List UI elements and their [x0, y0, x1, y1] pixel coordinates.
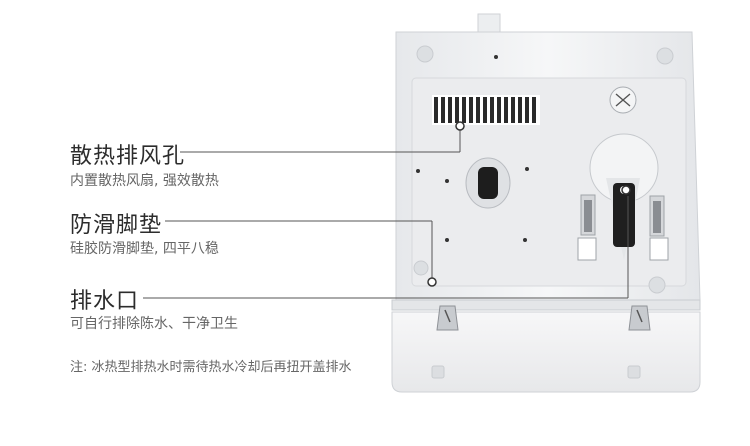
callout-subtitle-feet: 硅胶防滑脚垫, 四平八稳 [70, 241, 219, 257]
side-slot-right [649, 195, 669, 261]
marker-feet [427, 277, 437, 287]
corner-screw-bottom-right [648, 276, 666, 294]
base-foot-right [627, 365, 641, 379]
callout-subtitle-vent: 内置散热风扇, 强效散热 [70, 173, 219, 189]
corner-screw-bottom-left [413, 260, 429, 276]
callout-subtitle-drain: 可自行排除陈水、干净卫生 [70, 316, 238, 332]
drain-assembly [589, 133, 659, 260]
base-plate [391, 311, 701, 393]
leader-lines [143, 128, 629, 299]
marker-vent [455, 121, 465, 131]
screw-dots [416, 55, 529, 242]
side-slot-left [577, 194, 597, 261]
corner-screw-top-left [416, 45, 434, 63]
base-foot-left [431, 365, 445, 379]
vent-grille [432, 95, 540, 125]
base-rail [391, 299, 701, 311]
hinge-right [628, 305, 651, 331]
callout-title-feet: 防滑脚垫 [70, 213, 163, 238]
center-hole [465, 157, 511, 209]
callout-title-drain: 排水口 [70, 289, 140, 314]
hinge-left [436, 305, 459, 331]
footnote: 注: 冰热型排热水时需待热水冷却后再扭开盖排水 [70, 360, 352, 375]
callout-title-vent: 散热排风孔 [70, 144, 186, 169]
marker-drain [621, 185, 631, 195]
corner-screw-top-right [656, 47, 674, 65]
sticker-mark-icon [615, 93, 631, 107]
